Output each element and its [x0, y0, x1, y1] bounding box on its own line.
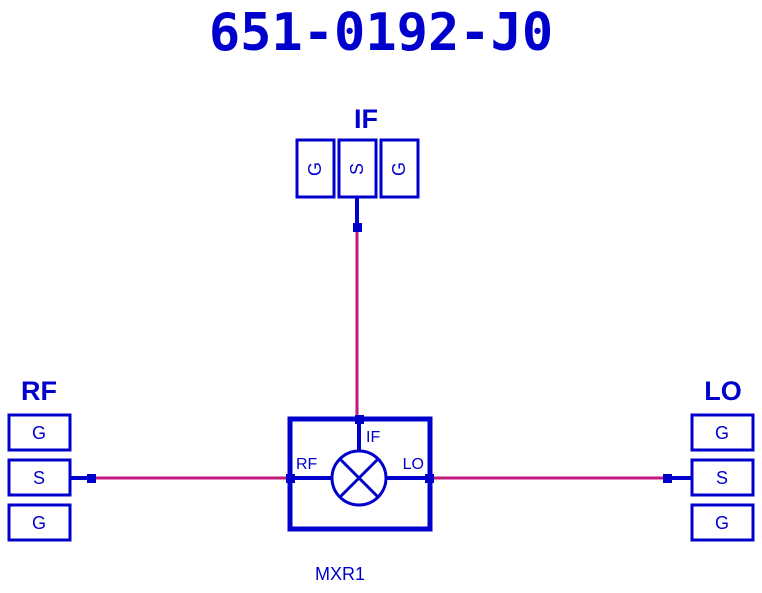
pad-box — [379, 138, 420, 199]
mixer-port-label-lo: LO — [403, 456, 424, 473]
pad-label: G — [389, 162, 409, 176]
pad-label: S — [716, 468, 728, 488]
pad-rf-g1[interactable]: G — [7, 413, 72, 452]
pad-label: S — [33, 468, 45, 488]
pad-rf-g2[interactable]: G — [7, 503, 72, 542]
pad-box — [7, 413, 72, 452]
pad-label: G — [715, 423, 729, 443]
mixer-junction-rf — [286, 474, 295, 483]
connector-lo[interactable]: LO G S G — [663, 376, 755, 542]
junction-rf — [87, 474, 96, 483]
port-heading-lo: LO — [704, 376, 742, 406]
pad-label: G — [32, 423, 46, 443]
connector-rf[interactable]: RF G S G — [7, 376, 96, 542]
pad-if-g2[interactable]: G — [379, 138, 420, 199]
mixer-port-label-if: IF — [366, 429, 380, 446]
pad-label: G — [32, 513, 46, 533]
pad-box — [337, 138, 378, 199]
mixer-junction-lo — [425, 474, 434, 483]
component-mixer-mxr1[interactable]: IF RF LO MXR1 — [286, 415, 434, 584]
junction-lo — [663, 474, 672, 483]
pad-rf-s[interactable]: S — [7, 458, 72, 497]
pad-box — [7, 503, 72, 542]
pad-label: G — [715, 513, 729, 533]
connector-if[interactable]: IF G S G — [295, 104, 420, 232]
pad-lo-s[interactable]: S — [690, 458, 755, 497]
port-heading-rf: RF — [21, 376, 57, 406]
pad-lo-g1[interactable]: G — [690, 413, 755, 452]
mixer-junction-if — [355, 415, 364, 424]
pad-if-g1[interactable]: G — [295, 138, 336, 199]
pad-box — [690, 458, 755, 497]
port-heading-if: IF — [354, 104, 378, 134]
net-traces — [92, 227, 670, 480]
pad-box — [690, 503, 755, 542]
pad-label: S — [347, 163, 367, 175]
pad-label: G — [305, 162, 325, 176]
pad-if-s[interactable]: S — [337, 138, 378, 199]
mixer-x-stroke-icon — [338, 457, 380, 499]
pad-lo-g2[interactable]: G — [690, 503, 755, 542]
pad-box — [295, 138, 336, 199]
mixer-refdes-label: MXR1 — [315, 564, 365, 584]
junction-if — [353, 223, 362, 232]
mixer-port-label-rf: RF — [296, 456, 318, 473]
pad-box — [690, 413, 755, 452]
page-title: 651-0192-J0 — [209, 3, 553, 63]
